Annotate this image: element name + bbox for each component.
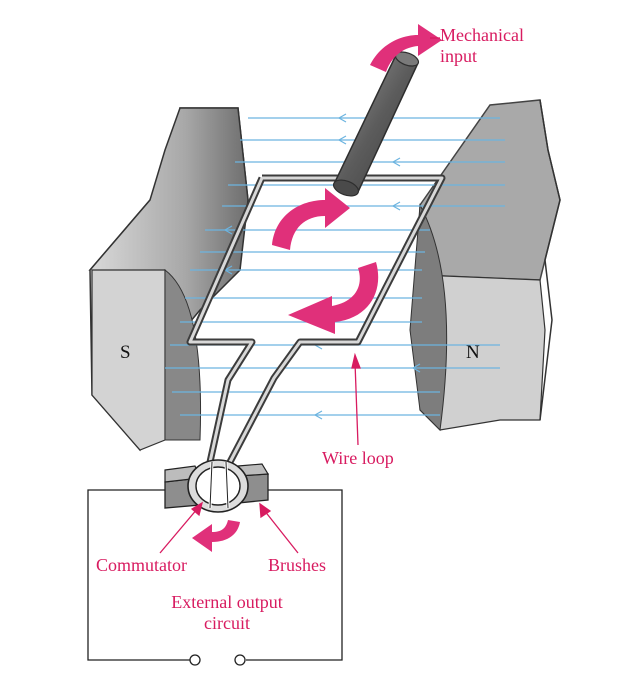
commutator-label: Commutator <box>96 555 187 575</box>
field-line-arrow-icon <box>223 113 421 420</box>
pole-s-label: S <box>120 342 131 363</box>
wire-loop-label: Wire loop <box>322 448 394 468</box>
external-circuit-label: External output circuit <box>152 592 302 634</box>
terminal-icon <box>189 654 201 666</box>
external-line1: External output <box>171 592 283 612</box>
wire-loop <box>186 174 446 464</box>
mechanical-input-label: Mechanical input <box>440 25 524 67</box>
mechanical-input-line2: input <box>440 46 478 66</box>
brushes-label: Brushes <box>268 555 326 575</box>
commutator <box>187 459 249 513</box>
external-line2: circuit <box>204 613 250 633</box>
magnet-n <box>409 99 561 432</box>
pole-n-label: N <box>466 342 480 363</box>
shaft <box>332 51 420 197</box>
terminal-icon <box>234 654 246 666</box>
callout-lines <box>159 37 440 554</box>
external-circuit <box>87 489 343 666</box>
mechanical-input-line1: Mechanical <box>440 25 524 45</box>
rotation-arrow-icon <box>192 24 442 552</box>
